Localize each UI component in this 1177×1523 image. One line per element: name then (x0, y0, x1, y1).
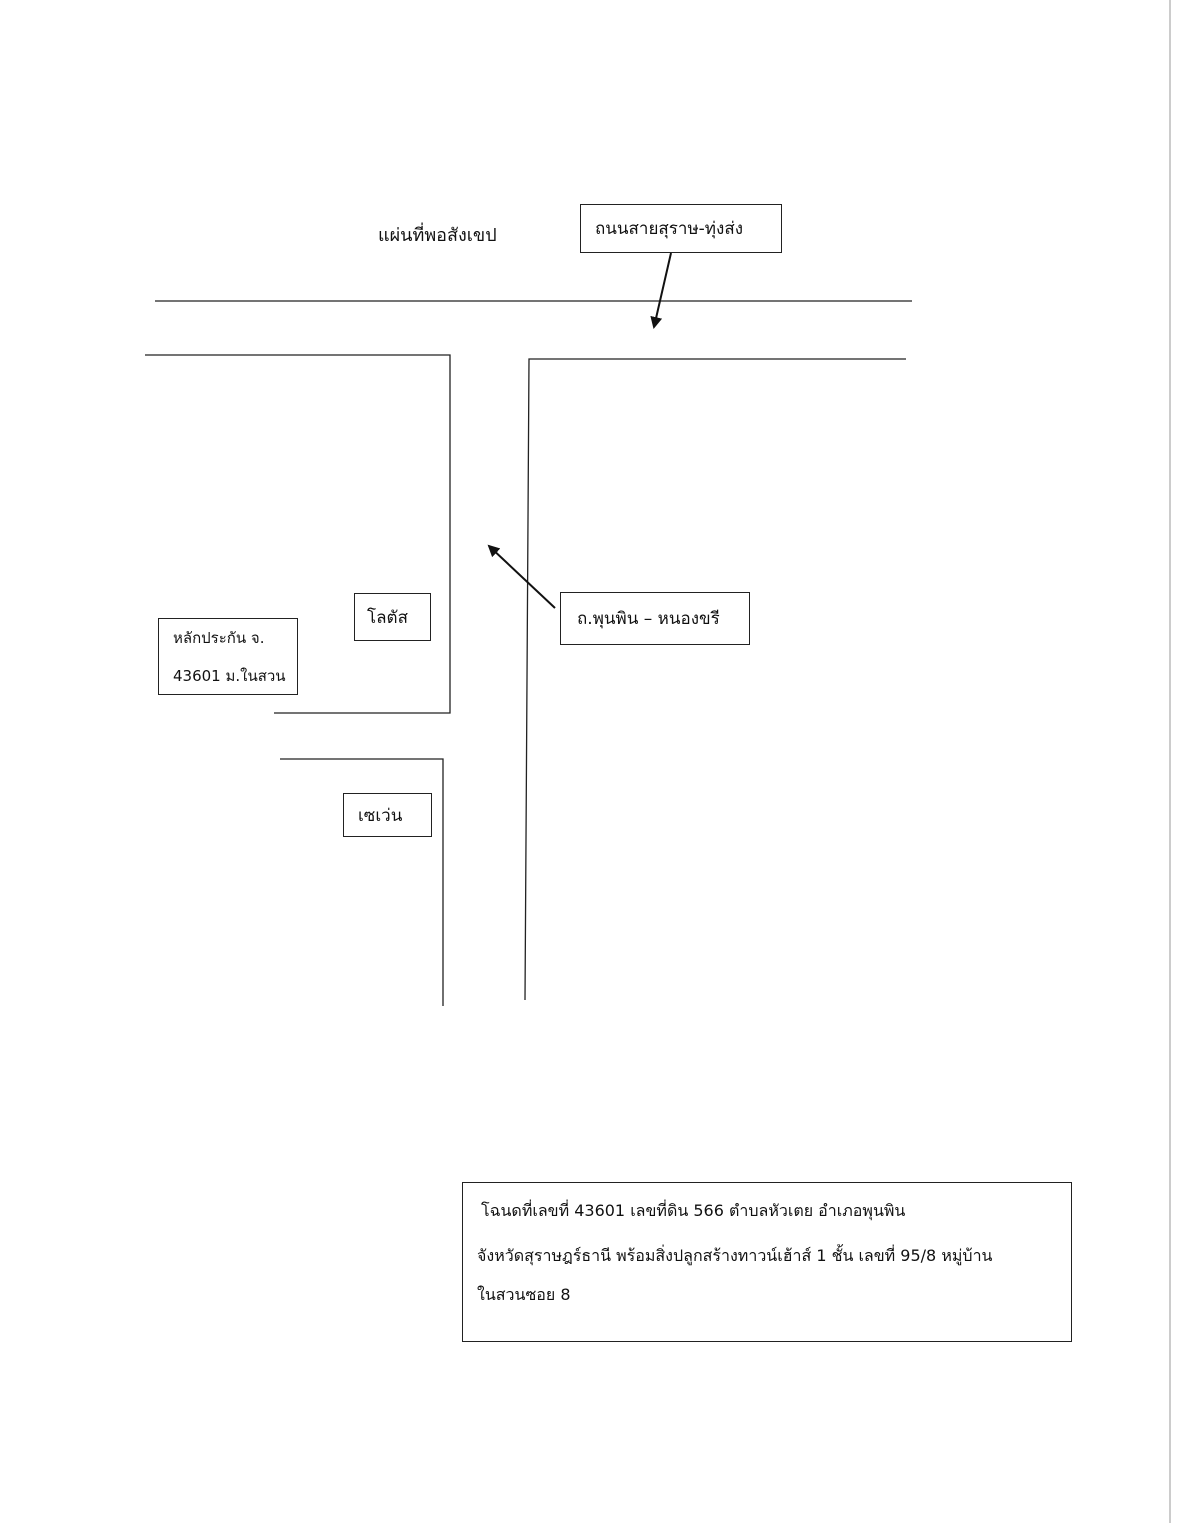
landmark-lotus-label: โลตัส (367, 607, 408, 628)
road-edge-left-block (145, 354, 451, 714)
side-road-arrow (487, 544, 556, 609)
main-road-label: ถนนสายสุราษ-ทุ่งส่ง (595, 219, 743, 239)
landmark-seven-label: เซเว่น (358, 805, 403, 826)
deed-line-2: จังหวัดสุราษฎร์ธานี พร้อมสิ่งปลูกสร้างทา… (477, 1246, 993, 1265)
deed-description-box: โฉนดที่เลขที่ 43601 เลขที่ดิน 566 ตำบลหั… (462, 1182, 1072, 1342)
deed-line-1: โฉนดที่เลขที่ 43601 เลขที่ดิน 566 ตำบลหั… (481, 1201, 906, 1220)
map-title: แผ่นที่พอสังเขป (378, 225, 497, 246)
side-road-label-box: ถ.พุนพิน – หนองขรี (560, 592, 750, 645)
main-road-label-box: ถนนสายสุราษ-ทุ่งส่ง (580, 204, 782, 253)
collateral-line-2: 43601 ม.ในสวน (173, 666, 286, 685)
side-road-label: ถ.พุนพิน – หนองขรี (577, 609, 720, 629)
landmark-lotus-box: โลตัส (354, 593, 431, 641)
collateral-line-1: หลักประกัน จ. (173, 628, 265, 647)
collateral-location-box: หลักประกัน จ. 43601 ม.ในสวน (158, 618, 298, 695)
deed-line-3: ในสวนซอย 8 (477, 1285, 571, 1304)
landmark-seven-box: เซเว่น (343, 793, 432, 837)
road-edge-lower-block (280, 758, 444, 1006)
road-edge-right-block (524, 358, 906, 1001)
main-road-arrow (650, 252, 672, 329)
